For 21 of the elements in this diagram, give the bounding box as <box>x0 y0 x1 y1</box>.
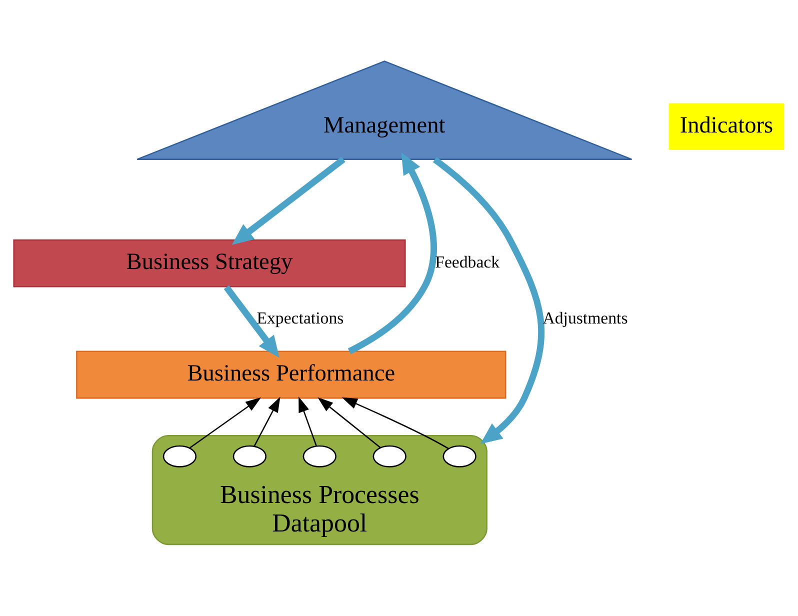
arrow <box>348 152 437 354</box>
label: Indicators <box>680 112 774 138</box>
edge-label: Adjustments <box>542 308 628 328</box>
node-box: Business Performance <box>76 350 506 399</box>
edge-label: Feedback <box>435 252 500 272</box>
arrow <box>254 396 280 447</box>
arrow <box>432 156 545 444</box>
node-circle <box>162 445 197 468</box>
cluster: Business Processes Datapool <box>152 434 488 546</box>
arrow <box>318 397 381 448</box>
node-circle <box>442 445 476 468</box>
arrow <box>298 396 317 446</box>
arrow <box>342 397 449 450</box>
arrow <box>232 156 346 245</box>
node-box: Business Strategy <box>13 239 406 288</box>
node-circle <box>302 445 336 468</box>
edge-label: Expectations <box>256 308 344 328</box>
arrow <box>190 397 262 448</box>
node-circle <box>232 445 267 468</box>
arrow <box>224 285 280 358</box>
node-circle <box>372 445 406 468</box>
